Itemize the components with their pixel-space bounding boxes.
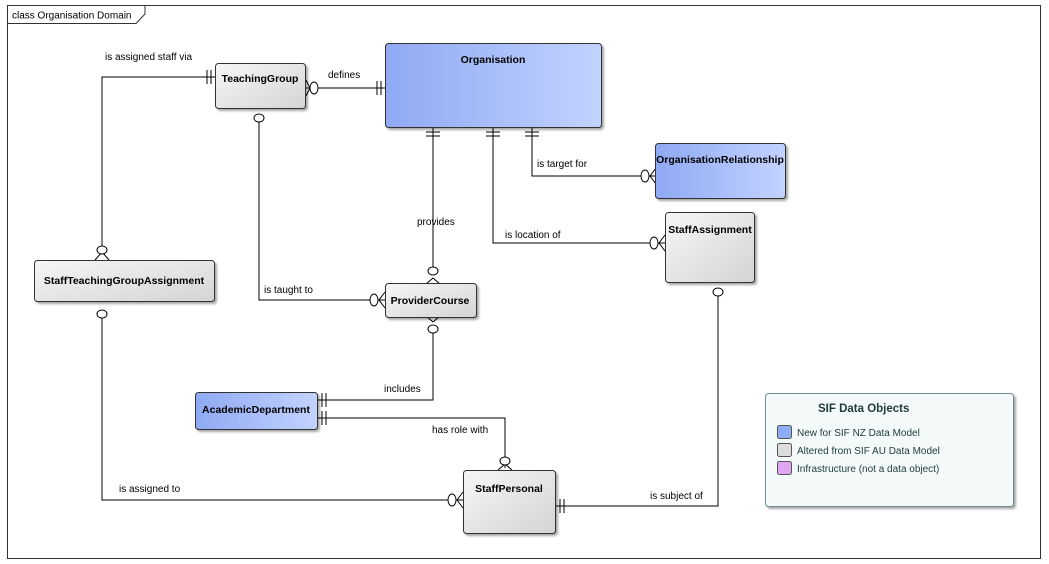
- relationship-labels: is assigned staff via defines is target …: [105, 52, 703, 502]
- entity-provider-course-label: ProviderCourse: [391, 295, 470, 307]
- label-has-role-with: has role with: [432, 425, 488, 436]
- entity-teaching-group-label: TeachingGroup: [222, 73, 299, 85]
- legend: SIF Data Objects New for SIF NZ Data Mod…: [765, 393, 1014, 507]
- entity-staff-assignment[interactable]: StaffAssignment: [665, 212, 755, 283]
- entity-academic-department[interactable]: AcademicDepartment: [195, 392, 318, 430]
- diagram-title: class Organisation Domain: [12, 11, 132, 22]
- legend-swatch-new: [777, 425, 792, 439]
- entity-organisation[interactable]: Organisation: [385, 43, 602, 128]
- label-is-target-for: is target for: [537, 159, 588, 170]
- edge-has-role-with: [318, 417, 506, 468]
- edge-is-taught-to: [258, 114, 385, 301]
- label-defines: defines: [328, 70, 360, 81]
- label-is-subject-of: is subject of: [650, 491, 703, 502]
- legend-title: SIF Data Objects: [818, 403, 909, 415]
- edge-is-assigned-to: [101, 310, 463, 501]
- edge-is-subject-of: [556, 288, 719, 507]
- entity-teaching-group[interactable]: TeachingGroup: [215, 63, 306, 109]
- legend-box: [765, 393, 1014, 507]
- edge-is-location-of: [492, 128, 665, 244]
- legend-swatch-altered: [777, 443, 792, 457]
- label-includes: includes: [384, 384, 421, 395]
- entity-staff-teaching-group-assignment[interactable]: StaffTeachingGroupAssignment: [34, 260, 215, 302]
- label-is-location-of: is location of: [505, 230, 561, 241]
- entity-staff-teaching-group-assignment-label: StaffTeachingGroupAssignment: [44, 275, 205, 287]
- endpoint-symbols: [94, 70, 724, 513]
- diagram-title-tab: [7, 5, 146, 24]
- edge-assigned-staff-via: [101, 76, 215, 250]
- edge-includes: [318, 326, 434, 401]
- entity-organisation-relationship[interactable]: OrganisationRelationship: [655, 143, 786, 199]
- legend-swatch-infrastructure: [777, 461, 792, 475]
- entity-staff-personal-label: StaffPersonal: [475, 483, 543, 495]
- label-is-taught-to: is taught to: [264, 285, 313, 296]
- connectors: [101, 76, 719, 507]
- label-is-assigned-to: is assigned to: [119, 484, 181, 495]
- legend-item-infrastructure: Infrastructure (not a data object): [797, 464, 939, 475]
- entity-organisation-relationship-label: OrganisationRelationship: [656, 154, 784, 166]
- entity-staff-assignment-label: StaffAssignment: [668, 224, 752, 236]
- entity-academic-department-label: AcademicDepartment: [202, 404, 310, 416]
- label-is-assigned-staff-via: is assigned staff via: [105, 52, 193, 63]
- label-provides: provides: [417, 217, 455, 228]
- entity-organisation-label: Organisation: [461, 54, 526, 66]
- entity-staff-personal[interactable]: StaffPersonal: [463, 470, 556, 534]
- edge-is-target-for: [531, 128, 655, 177]
- legend-item-altered: Altered from SIF AU Data Model: [797, 446, 940, 457]
- entity-provider-course[interactable]: ProviderCourse: [385, 283, 477, 318]
- legend-item-new: New for SIF NZ Data Model: [797, 428, 920, 439]
